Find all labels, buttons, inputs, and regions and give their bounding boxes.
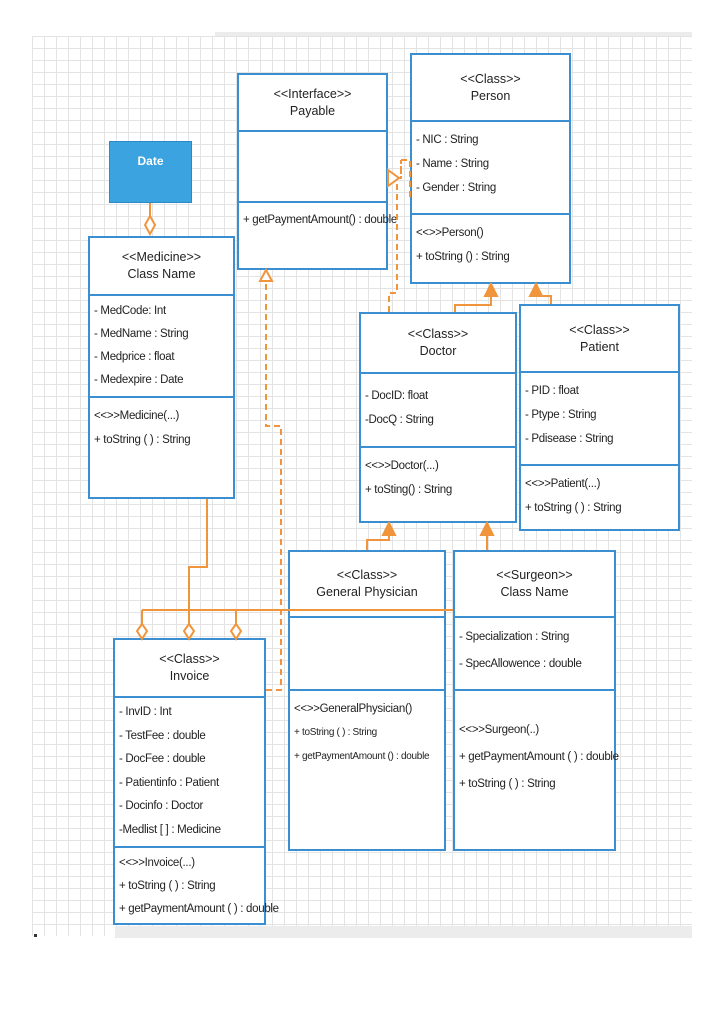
payable-interface[interactable]: <<Interface>> Payable + getPaymentAmount… bbox=[237, 73, 397, 270]
method-row: + toString ( ) : String bbox=[94, 434, 191, 446]
surgeon-name: Class Name bbox=[500, 585, 569, 599]
general-physician-stereotype: <<Class>> bbox=[336, 568, 398, 582]
attribute-row: - DocFee : double bbox=[119, 753, 206, 765]
person-methods: <<>>Person() + toString () : String bbox=[412, 215, 569, 282]
date-class[interactable]: Date bbox=[109, 141, 192, 203]
attribute-row: - InvID : Int bbox=[119, 706, 172, 718]
payable-name: Payable bbox=[289, 103, 336, 118]
person-name: Person bbox=[470, 88, 511, 103]
patient-name: Patient bbox=[580, 339, 619, 354]
doctor-stereotype: <<Class>> bbox=[407, 327, 469, 341]
attribute-row: - MedName : String bbox=[94, 328, 189, 340]
surgeon-methods: <<>>Surgeon(..) + getPaymentAmount ( ) :… bbox=[455, 691, 619, 849]
date-label: Date bbox=[137, 154, 164, 168]
surgeon-stereotype: <<Surgeon>> bbox=[496, 568, 573, 582]
attribute-row: - Docinfo : Doctor bbox=[119, 800, 204, 812]
medicine-name: Class Name bbox=[127, 267, 196, 281]
method-row: + toString () : String bbox=[416, 251, 510, 263]
invoice-header: <<Class>> Invoice bbox=[115, 640, 264, 698]
attribute-row: - Ptype : String bbox=[525, 409, 597, 421]
method-row: <<>>Invoice(...) bbox=[119, 857, 195, 869]
general-physician-methods: <<>>GeneralPhysician() + toString ( ) : … bbox=[290, 691, 444, 849]
doctor-header: <<Class>> Doctor bbox=[361, 314, 515, 374]
doctor-attributes: - DocID: float -DocQ : String bbox=[361, 374, 515, 448]
attribute-row: - Medprice : float bbox=[94, 351, 175, 363]
attribute-row: - PID : float bbox=[525, 385, 579, 397]
method-row: + getPaymentAmount ( ) : double bbox=[459, 751, 619, 763]
attribute-row: - Name : String bbox=[416, 158, 489, 170]
general-physician-header: <<Class>> General Physician bbox=[290, 552, 444, 618]
method-row: <<>>Person() bbox=[416, 227, 484, 239]
surgeon-attributes: - Specialization : String - SpecAllowenc… bbox=[455, 618, 614, 691]
person-attributes: - NIC : String - Name : String - Gender … bbox=[412, 122, 569, 215]
surgeon-class[interactable]: <<Surgeon>> Class Name - Specialization … bbox=[453, 550, 619, 851]
attribute-row: - Patientinfo : Patient bbox=[119, 776, 219, 789]
general-physician-name: General Physician bbox=[316, 585, 418, 599]
payable-stereotype: <<Interface>> bbox=[273, 86, 352, 101]
invoice-name: Invoice bbox=[169, 669, 210, 683]
method-row: <<>>GeneralPhysician() bbox=[294, 703, 413, 715]
invoice-class[interactable]: <<Class>> Invoice - InvID : Int - TestFe… bbox=[113, 638, 279, 925]
medicine-class[interactable]: <<Medicine>> Class Name - MedCode: Int -… bbox=[88, 236, 235, 499]
patient-attributes: - PID : float - Ptype : String - Pdiseas… bbox=[521, 373, 678, 466]
attribute-row: - SpecAllowence : double bbox=[459, 658, 582, 670]
method-row: + toSting() : String bbox=[365, 484, 452, 496]
payable-attributes bbox=[239, 132, 386, 203]
attribute-row: - DocID: float bbox=[365, 390, 428, 402]
medicine-methods: <<>>Medicine(...) + toString ( ) : Strin… bbox=[90, 398, 233, 497]
method-row: <<>>Medicine(...) bbox=[94, 410, 180, 422]
method-row: <<>>Patient(...) bbox=[525, 478, 601, 490]
method-row: <<>>Doctor(...) bbox=[365, 460, 439, 472]
general-physician-class[interactable]: <<Class>> General Physician <<>>GeneralP… bbox=[288, 550, 446, 851]
attribute-row: -Medlist [ ] : Medicine bbox=[119, 823, 221, 836]
surgeon-header: <<Surgeon>> Class Name bbox=[455, 552, 614, 618]
method-row: + getPaymentAmount() : double bbox=[243, 214, 397, 226]
medicine-header: <<Medicine>> Class Name bbox=[90, 238, 233, 296]
attribute-row: - Gender : String bbox=[416, 182, 496, 194]
method-row: + getPaymentAmount () : double bbox=[294, 751, 430, 762]
medicine-stereotype: <<Medicine>> bbox=[121, 250, 202, 264]
method-row: + toString ( ) : String bbox=[294, 727, 377, 738]
patient-class[interactable]: <<Class>> Patient - PID : float - Ptype … bbox=[519, 304, 680, 531]
corner-mark bbox=[34, 934, 37, 937]
general-physician-attributes bbox=[290, 618, 444, 691]
person-header: <<Class>> Person bbox=[412, 55, 569, 122]
doctor-methods: <<>>Doctor(...) + toSting() : String bbox=[361, 448, 515, 521]
invoice-attributes: - InvID : Int - TestFee : double - DocFe… bbox=[115, 698, 264, 848]
method-row: <<>>Surgeon(..) bbox=[459, 724, 539, 736]
attribute-row: - TestFee : double bbox=[119, 729, 206, 742]
payable-methods: + getPaymentAmount() : double bbox=[239, 203, 397, 268]
doctor-class[interactable]: <<Class>> Doctor - DocID: float -DocQ : … bbox=[359, 312, 517, 523]
attribute-row: - Pdisease : String bbox=[525, 433, 614, 445]
invoice-methods: <<>>Invoice(...) + toString ( ) : String… bbox=[115, 848, 279, 923]
patient-stereotype: <<Class>> bbox=[569, 322, 630, 337]
patient-methods: <<>>Patient(...) + toString ( ) : String bbox=[521, 466, 678, 529]
attribute-row: - MedCode: Int bbox=[94, 305, 166, 317]
patient-header: <<Class>> Patient bbox=[521, 306, 678, 373]
medicine-attributes: - MedCode: Int - MedName : String - Medp… bbox=[90, 296, 233, 398]
attribute-row: - NIC : String bbox=[416, 134, 479, 146]
attribute-row: -DocQ : String bbox=[365, 414, 434, 426]
attribute-row: - Specialization : String bbox=[459, 631, 570, 643]
method-row: + toString ( ) : String bbox=[459, 778, 556, 790]
canvas-bottom-strip bbox=[115, 926, 692, 938]
person-class[interactable]: <<Class>> Person - NIC : String - Name :… bbox=[410, 53, 571, 284]
attribute-row: - Medexpire : Date bbox=[94, 374, 184, 386]
doctor-name: Doctor bbox=[419, 344, 457, 358]
method-row: + toString ( ) : String bbox=[119, 880, 216, 892]
person-stereotype: <<Class>> bbox=[460, 71, 521, 86]
invoice-stereotype: <<Class>> bbox=[159, 652, 220, 666]
payable-header: <<Interface>> Payable bbox=[239, 75, 386, 132]
method-row: + toString ( ) : String bbox=[525, 502, 622, 514]
method-row: + getPaymentAmount ( ) : double bbox=[119, 903, 279, 915]
